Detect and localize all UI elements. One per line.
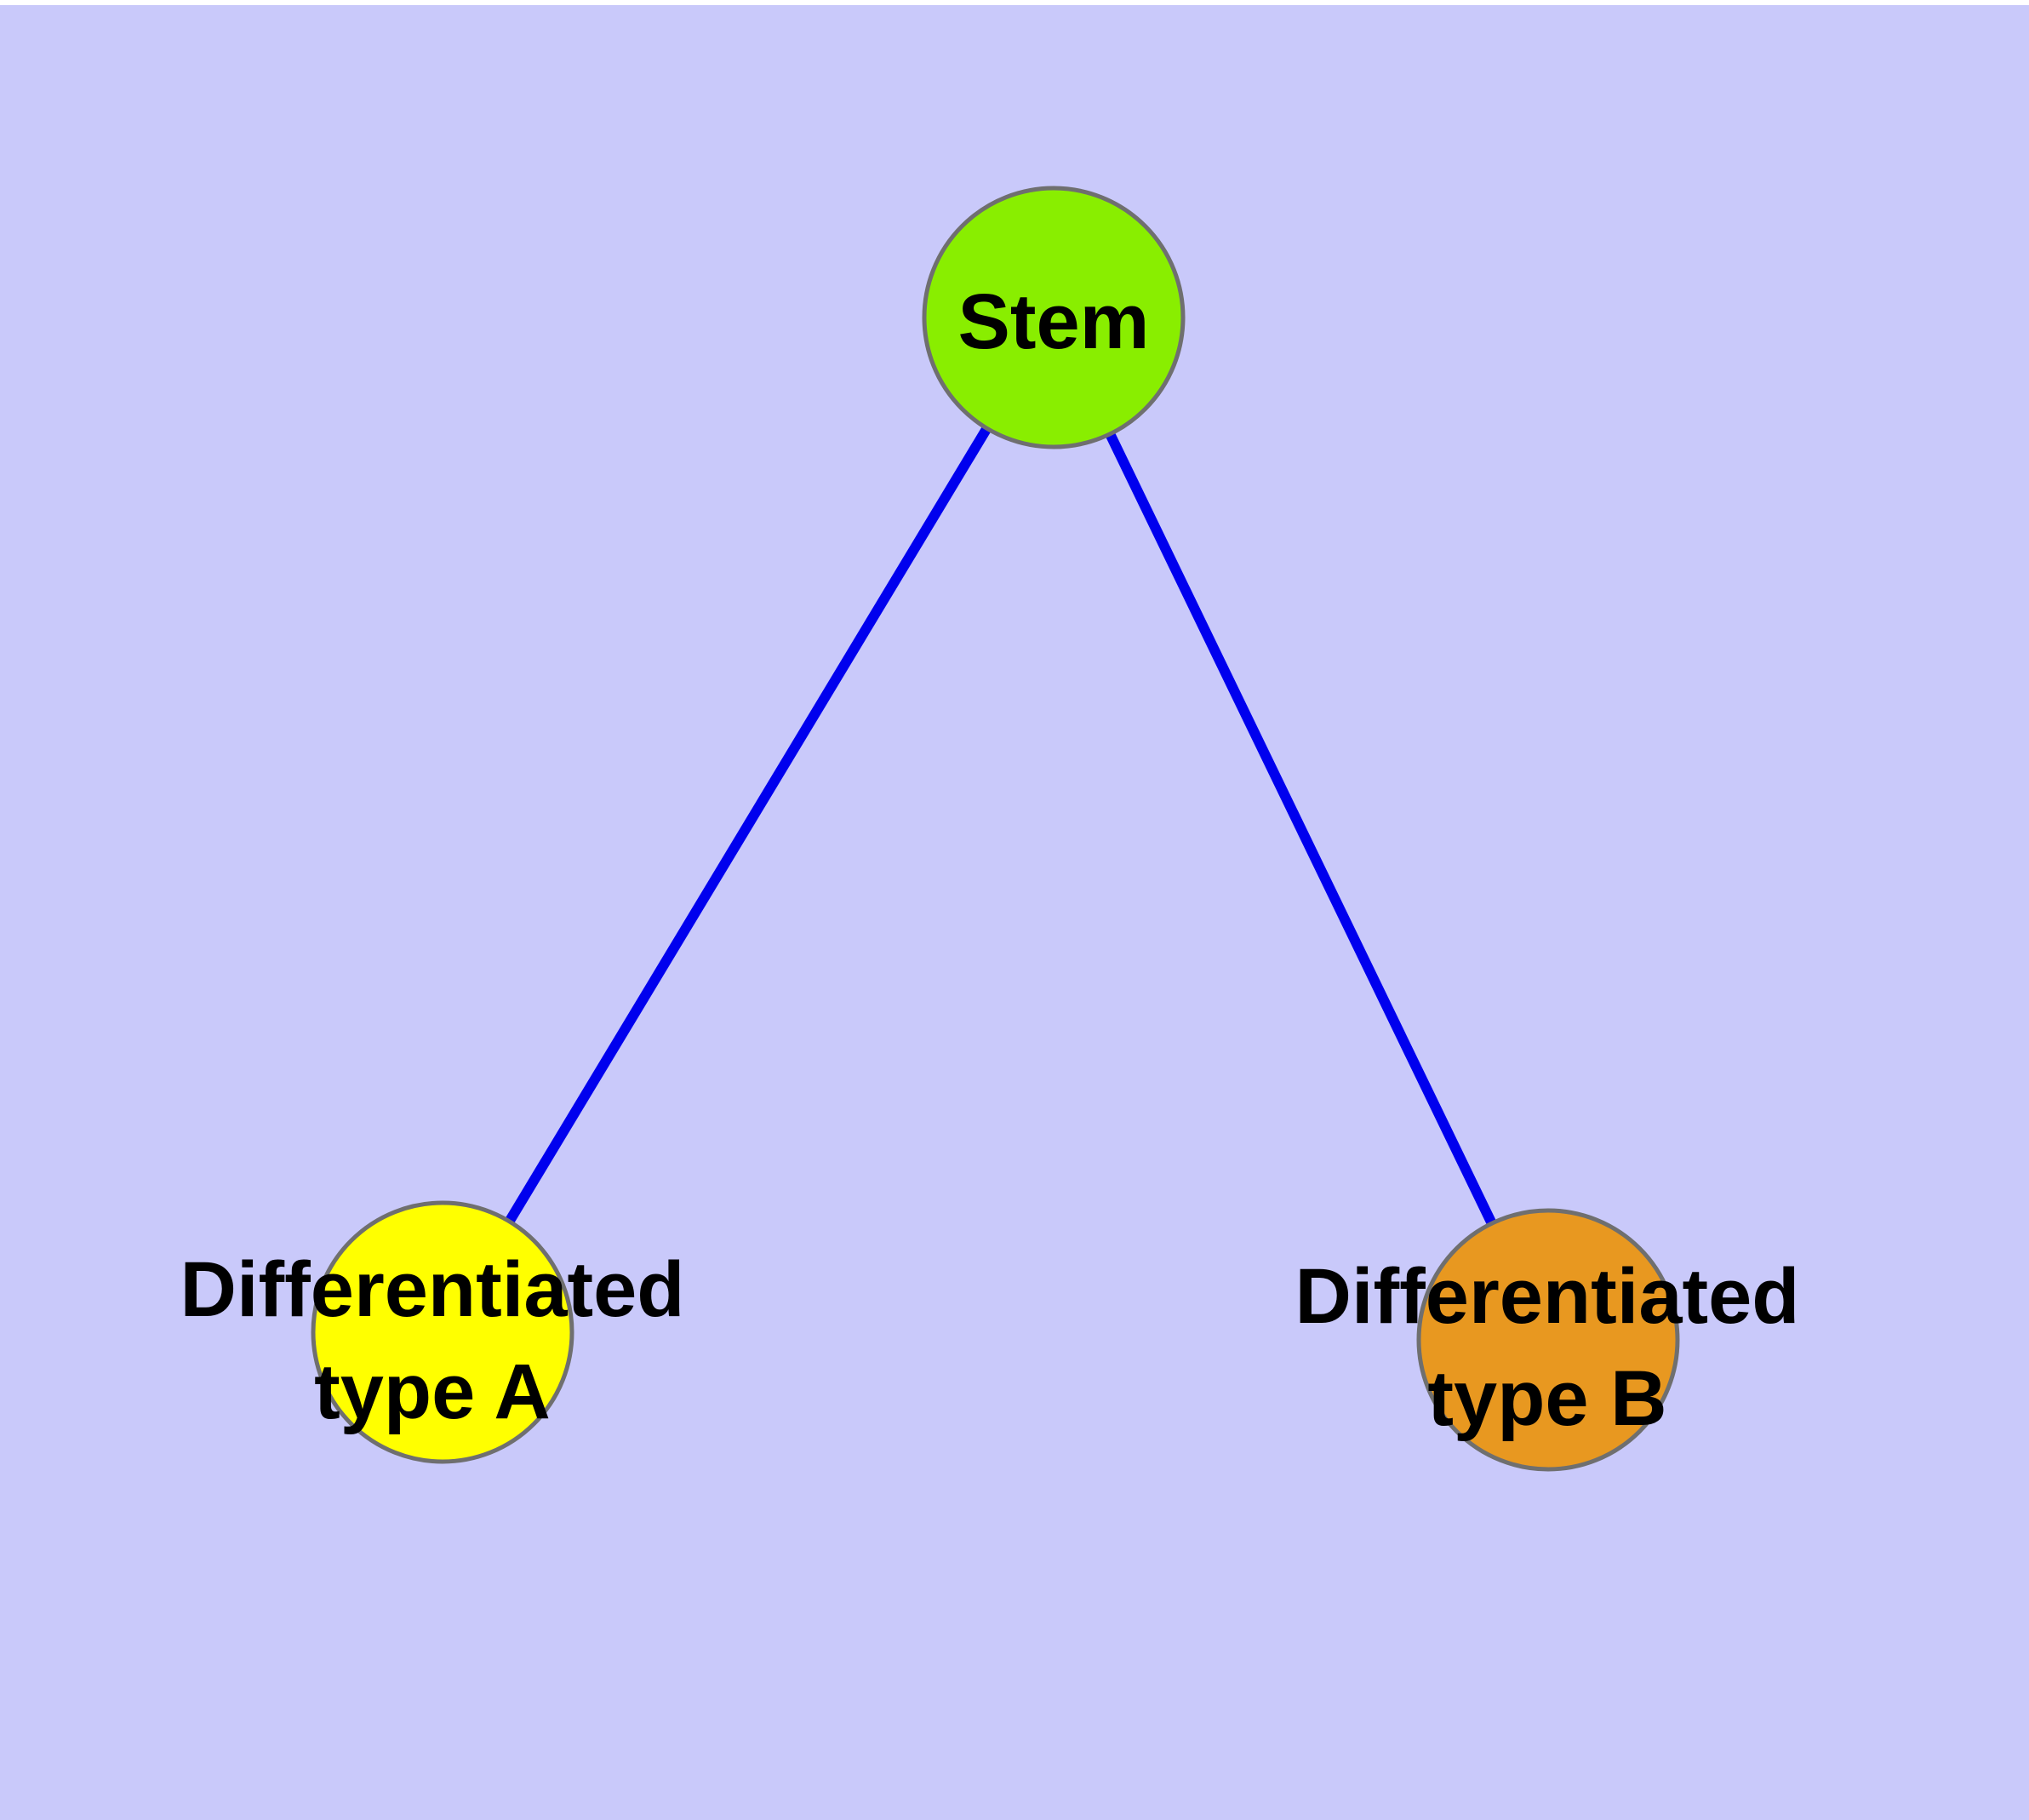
node-type-b-label-line-1: Differentiated	[1295, 1253, 1800, 1340]
node-stem-circle	[922, 186, 1186, 449]
node-type-a-label: Differentiated type A	[180, 1239, 685, 1443]
node-type-b-circle	[1416, 1208, 1680, 1472]
node-stem-label: Stem	[958, 271, 1150, 373]
node-type-a-label-line-2: type A	[314, 1348, 551, 1435]
node-stem-label-line: Stem	[957, 278, 1150, 365]
edge-stem-to-type-a	[437, 314, 1059, 1336]
node-type-a-circle	[311, 1200, 574, 1464]
node-type-b-label: Differentiated type B	[1295, 1245, 1800, 1450]
edge-stem-to-type-b	[1049, 315, 1553, 1342]
node-type-a-label-line-1: Differentiated	[180, 1246, 685, 1333]
node-type-b-label-line-2: type B	[1427, 1355, 1667, 1442]
